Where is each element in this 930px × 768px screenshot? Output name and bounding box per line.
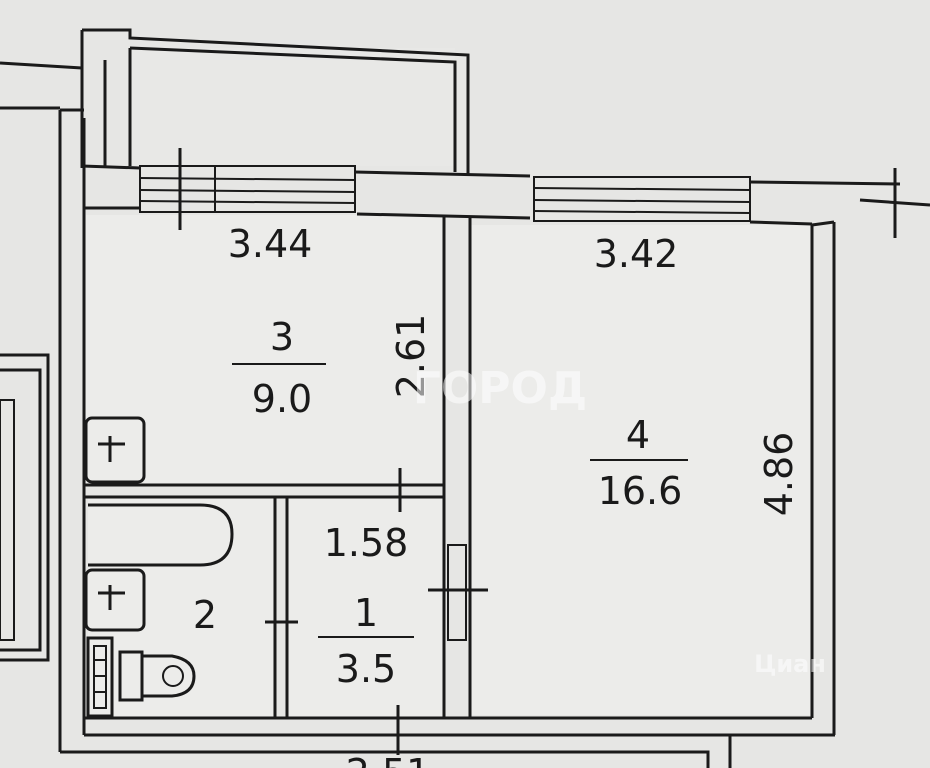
room-1-floor (287, 497, 444, 717)
facade-break-mark (859, 168, 930, 238)
kitchen-sink (84, 416, 146, 484)
hall-width-dimension: 1.58 (324, 521, 409, 565)
watermark-corner-text: Циан (754, 650, 826, 678)
room-4-depth-dimension: 4.86 (757, 432, 801, 517)
room-2-number: 2 (193, 593, 217, 637)
room-3-number: 3 (270, 315, 294, 359)
interior-walls (84, 215, 812, 755)
bottom-partial-dimension: 2.51 (346, 751, 431, 768)
room-3-area: 9.0 (252, 377, 312, 421)
bathtub (88, 503, 234, 567)
watermark-text: ГОРОД (413, 363, 587, 414)
room-4-width-dimension: 3.42 (594, 232, 679, 276)
ventilation-shaft (86, 636, 114, 718)
room-3-floor (86, 215, 444, 485)
room-3-width-dimension: 3.44 (228, 222, 313, 266)
window-room-4 (533, 176, 751, 222)
room-1-number: 1 (354, 591, 378, 635)
toilet (118, 650, 196, 702)
exterior-walls (58, 108, 901, 768)
room-1-area: 3.5 (336, 647, 396, 691)
neighbour-walls (0, 61, 83, 662)
room-4-number: 4 (626, 413, 650, 457)
balcony-floor (130, 48, 455, 166)
room-4-area: 16.6 (598, 469, 683, 513)
bathroom-sink (84, 568, 146, 632)
room-3-depth-dimension: 2.61 (389, 314, 433, 399)
window-room-3 (139, 148, 356, 230)
room-4-floor (470, 225, 810, 715)
balcony (80, 28, 470, 175)
